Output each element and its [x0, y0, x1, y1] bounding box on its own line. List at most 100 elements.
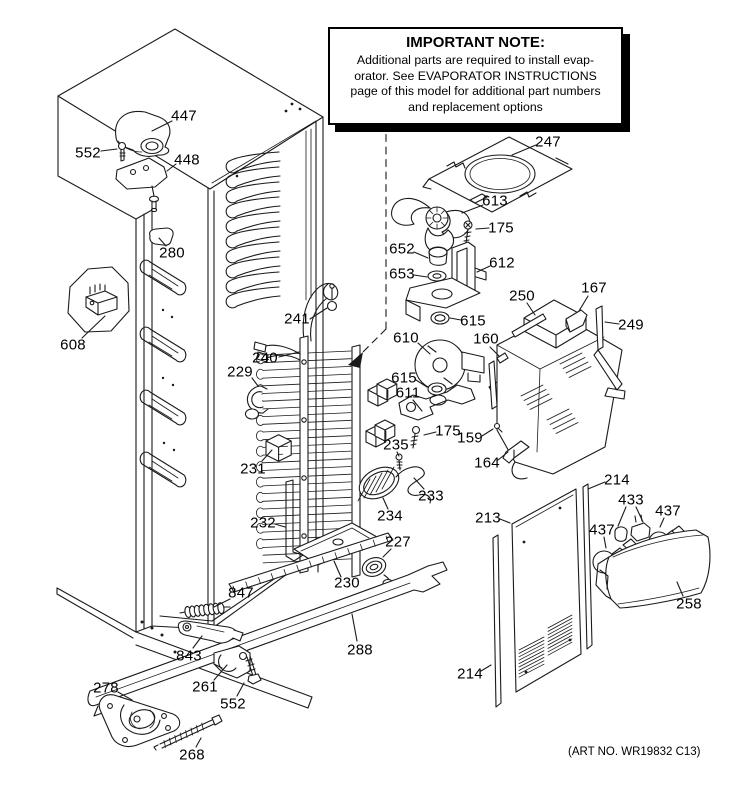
- part-235-screw: [395, 453, 403, 471]
- part-label-164: 164: [474, 454, 500, 472]
- part-label-240: 240: [252, 349, 278, 367]
- leader-line: [476, 265, 491, 273]
- part-label-615: 615: [460, 312, 486, 330]
- leader-lines: [81, 120, 684, 748]
- part-label-160: 160: [473, 330, 499, 348]
- leader-line: [659, 517, 665, 528]
- part-652-grommet: [428, 246, 448, 266]
- part-247-fan-cover: [422, 136, 573, 213]
- part-label-234: 234: [377, 507, 403, 525]
- part-label-433: 433: [618, 491, 644, 509]
- part-label-843: 843: [176, 647, 202, 665]
- part-214-trim-strips: [492, 483, 593, 708]
- part-label-615: 615: [391, 369, 417, 387]
- leader-line: [351, 613, 358, 642]
- part-843-damper-lever: [177, 620, 244, 644]
- part-label-258: 258: [676, 595, 702, 613]
- part-653-washer: [427, 270, 447, 282]
- important-note-line: Additional parts are required to install…: [356, 53, 595, 67]
- leader-line: [497, 451, 509, 461]
- leader-line: [499, 518, 511, 524]
- art-number: (ART NO. WR19832 C13): [568, 746, 701, 758]
- part-234-grommet-grille: [357, 466, 400, 502]
- part-227-coil: [361, 557, 394, 588]
- part-label-653: 653: [389, 265, 415, 283]
- part-175-screw-lower: [410, 425, 421, 449]
- leader-line: [526, 302, 536, 316]
- leader-line: [278, 351, 300, 358]
- part-label-213: 213: [475, 509, 501, 527]
- leader-line: [213, 598, 231, 608]
- part-447-hinge-cover: [115, 110, 171, 157]
- arrowhead: [348, 352, 363, 368]
- part-213-access-panel: [511, 488, 582, 693]
- part-615-nut-upper: [430, 311, 450, 325]
- part-label-214: 214: [457, 665, 483, 683]
- part-label-280: 280: [159, 244, 185, 262]
- part-label-175: 175: [435, 422, 461, 440]
- leader-line: [236, 682, 245, 697]
- leader-line: [333, 560, 342, 578]
- leader-line: [192, 635, 203, 649]
- important-note-line: orator. See EVAPORATOR INSTRUCTIONS: [354, 68, 597, 83]
- leader-line: [117, 691, 133, 701]
- part-label-552: 552: [75, 144, 101, 162]
- leader-line: [578, 295, 589, 312]
- cabinet-outline: [56, 28, 324, 709]
- leader-line: [489, 346, 500, 357]
- part-label-227: 227: [385, 533, 411, 551]
- part-label-552: 552: [220, 695, 246, 713]
- leader-line: [382, 497, 389, 510]
- leader-line: [423, 431, 437, 436]
- part-label-175: 175: [488, 219, 514, 237]
- part-612-motor-bracket: [405, 241, 487, 322]
- leader-line: [396, 451, 400, 457]
- part-label-232: 232: [250, 514, 276, 532]
- leader-line: [251, 377, 259, 387]
- part-label-847: 847: [228, 584, 254, 602]
- important-note-box: IMPORTANT NOTE: Additional parts are req…: [328, 27, 623, 125]
- part-label-437: 437: [655, 502, 681, 520]
- part-231-and-mount-blocks: [265, 378, 398, 462]
- leader-line: [604, 321, 620, 325]
- part-label-229: 229: [227, 363, 253, 381]
- leader-line: [635, 506, 644, 523]
- part-label-241: 241: [284, 310, 310, 328]
- part-label-612: 612: [489, 254, 515, 272]
- leader-line: [415, 379, 428, 388]
- part-label-214: 214: [604, 471, 630, 489]
- leader-line: [617, 506, 627, 527]
- important-note-line: page of this model for additional part n…: [350, 84, 601, 99]
- leader-line: [413, 251, 429, 259]
- part-278-base-hinge: [98, 694, 181, 748]
- part-label-230: 230: [334, 574, 360, 592]
- part-552-top-screw: [117, 141, 127, 162]
- leader-line: [676, 581, 684, 597]
- part-608-switch-callout: [67, 266, 130, 333]
- leader-line: [382, 548, 392, 558]
- part-label-235: 235: [383, 436, 409, 454]
- part-label-268: 268: [179, 746, 205, 764]
- part-label-261: 261: [192, 678, 218, 696]
- part-233-wire: [395, 466, 431, 504]
- part-229-tube-clamp: [244, 385, 269, 420]
- leader-line: [100, 148, 118, 152]
- part-552-bolt-lower: [245, 655, 262, 685]
- leader-line: [213, 664, 228, 681]
- part-175-screw-top: [463, 220, 473, 244]
- part-label-448: 448: [174, 151, 200, 169]
- back-wall-coil-fins: [225, 151, 281, 309]
- part-label-249: 249: [618, 316, 644, 334]
- part-label-167: 167: [581, 279, 607, 297]
- part-label-288: 288: [347, 641, 373, 659]
- part-label-652: 652: [389, 240, 415, 258]
- part-611-bracket: [398, 384, 476, 421]
- leader-line: [309, 307, 328, 320]
- part-label-611: 611: [395, 384, 421, 402]
- leader-line: [480, 664, 492, 672]
- important-note-line: and replacement options: [408, 100, 543, 115]
- part-label-233: 233: [418, 487, 444, 505]
- leader-line: [274, 523, 286, 528]
- part-268-bolt: [153, 714, 223, 751]
